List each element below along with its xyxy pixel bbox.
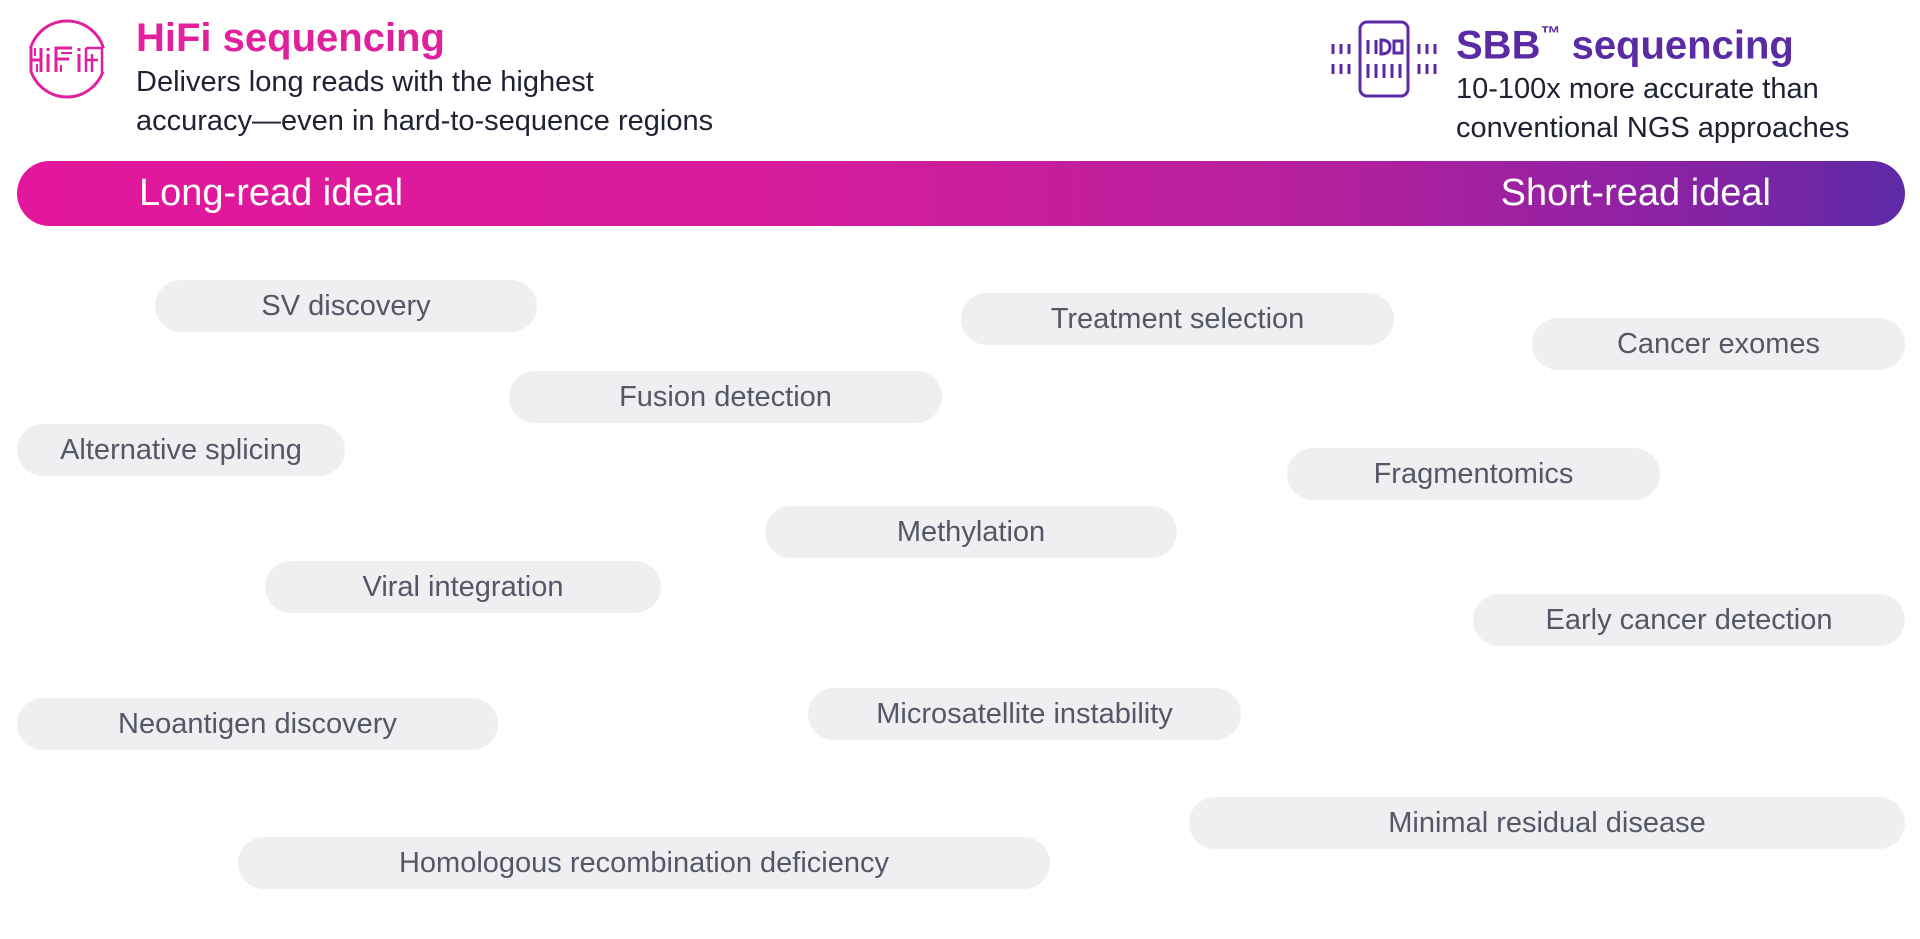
- sbb-description-line-1: 10-100x more accurate than: [1456, 73, 1819, 106]
- application-pill-microsatellite-instability: Microsatellite instability: [808, 688, 1241, 740]
- application-pill-neoantigen-discovery: Neoantigen discovery: [17, 698, 498, 750]
- application-pill-early-cancer-detection: Early cancer detection: [1473, 594, 1905, 646]
- long-read-ideal-label: Long-read ideal: [139, 172, 404, 214]
- application-pill-homologous-recombination-deficiency: Homologous recombination deficiency: [238, 837, 1050, 889]
- application-pill-methylation: Methylation: [765, 506, 1177, 558]
- application-pill-fusion-detection: Fusion detection: [509, 371, 942, 423]
- hifi-logo-icon: [26, 19, 108, 99]
- sbb-title: SBB™ sequencing: [1456, 14, 1849, 69]
- application-pill-treatment-selection: Treatment selection: [961, 293, 1394, 345]
- hifi-title: HiFi sequencing: [136, 16, 445, 60]
- application-pill-minimal-residual-disease: Minimal residual disease: [1189, 797, 1905, 849]
- application-pill-viral-integration: Viral integration: [265, 561, 661, 613]
- hifi-description-line-1: Delivers long reads with the highest: [136, 66, 594, 98]
- sbb-title-name: SBB: [1456, 23, 1541, 68]
- sbb-header: SBB™ sequencing 10-100x more accurate th…: [1456, 14, 1849, 147]
- sbb-description-line-2: conventional NGS approaches: [1456, 112, 1850, 145]
- application-pill-fragmentomics: Fragmentomics: [1287, 448, 1660, 500]
- hifi-description-line-2: accuracy—even in hard-to-sequence region…: [136, 105, 714, 137]
- sbb-trademark: ™: [1540, 23, 1561, 45]
- application-pill-alternative-splicing: Alternative splicing: [17, 424, 345, 476]
- short-read-ideal-label: Short-read ideal: [1500, 172, 1771, 214]
- application-pill-cancer-exomes: Cancer exomes: [1532, 318, 1905, 370]
- application-pill-sv-discovery: SV discovery: [155, 280, 537, 332]
- sbb-chip-icon: [1331, 20, 1437, 98]
- hifi-header: HiFi sequencing Delivers long reads with…: [136, 14, 713, 140]
- sbb-title-suffix: sequencing: [1560, 23, 1794, 68]
- read-length-spectrum-bar: Long-read ideal Short-read ideal: [17, 161, 1905, 226]
